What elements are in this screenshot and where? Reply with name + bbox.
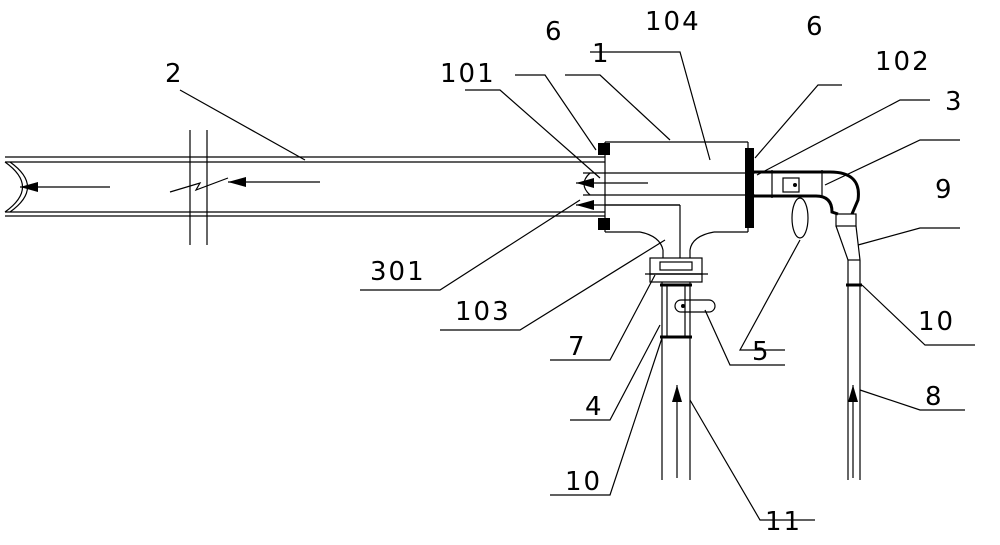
label-6-right: 6: [806, 12, 825, 42]
label-2: 2: [165, 59, 184, 89]
tee-body: [583, 142, 755, 258]
reducer-and-inlet-8: [836, 226, 862, 480]
label-4: 4: [585, 392, 604, 422]
part-labels: 6 104 6 101 1 102 2 3 9 301 103 10 7 5 4…: [165, 7, 964, 537]
label-7: 7: [568, 332, 587, 362]
seals: [598, 143, 754, 230]
label-3: 3: [945, 87, 964, 117]
label-102: 102: [875, 47, 931, 77]
label-1: 1: [592, 39, 611, 69]
flow-arrows-main: [20, 177, 680, 210]
label-104: 104: [645, 7, 701, 37]
bend-pipe: [754, 170, 858, 238]
label-5: 5: [752, 337, 771, 367]
label-10-bottom: 10: [565, 467, 602, 497]
label-301: 301: [370, 257, 426, 287]
label-10-right: 10: [918, 307, 955, 337]
label-8: 8: [925, 382, 944, 412]
bottom-inlet: [645, 258, 715, 480]
label-11: 11: [765, 507, 802, 537]
label-9: 9: [935, 175, 954, 205]
label-101: 101: [440, 59, 496, 89]
label-6-left: 6: [545, 17, 564, 47]
label-103: 103: [455, 297, 511, 327]
